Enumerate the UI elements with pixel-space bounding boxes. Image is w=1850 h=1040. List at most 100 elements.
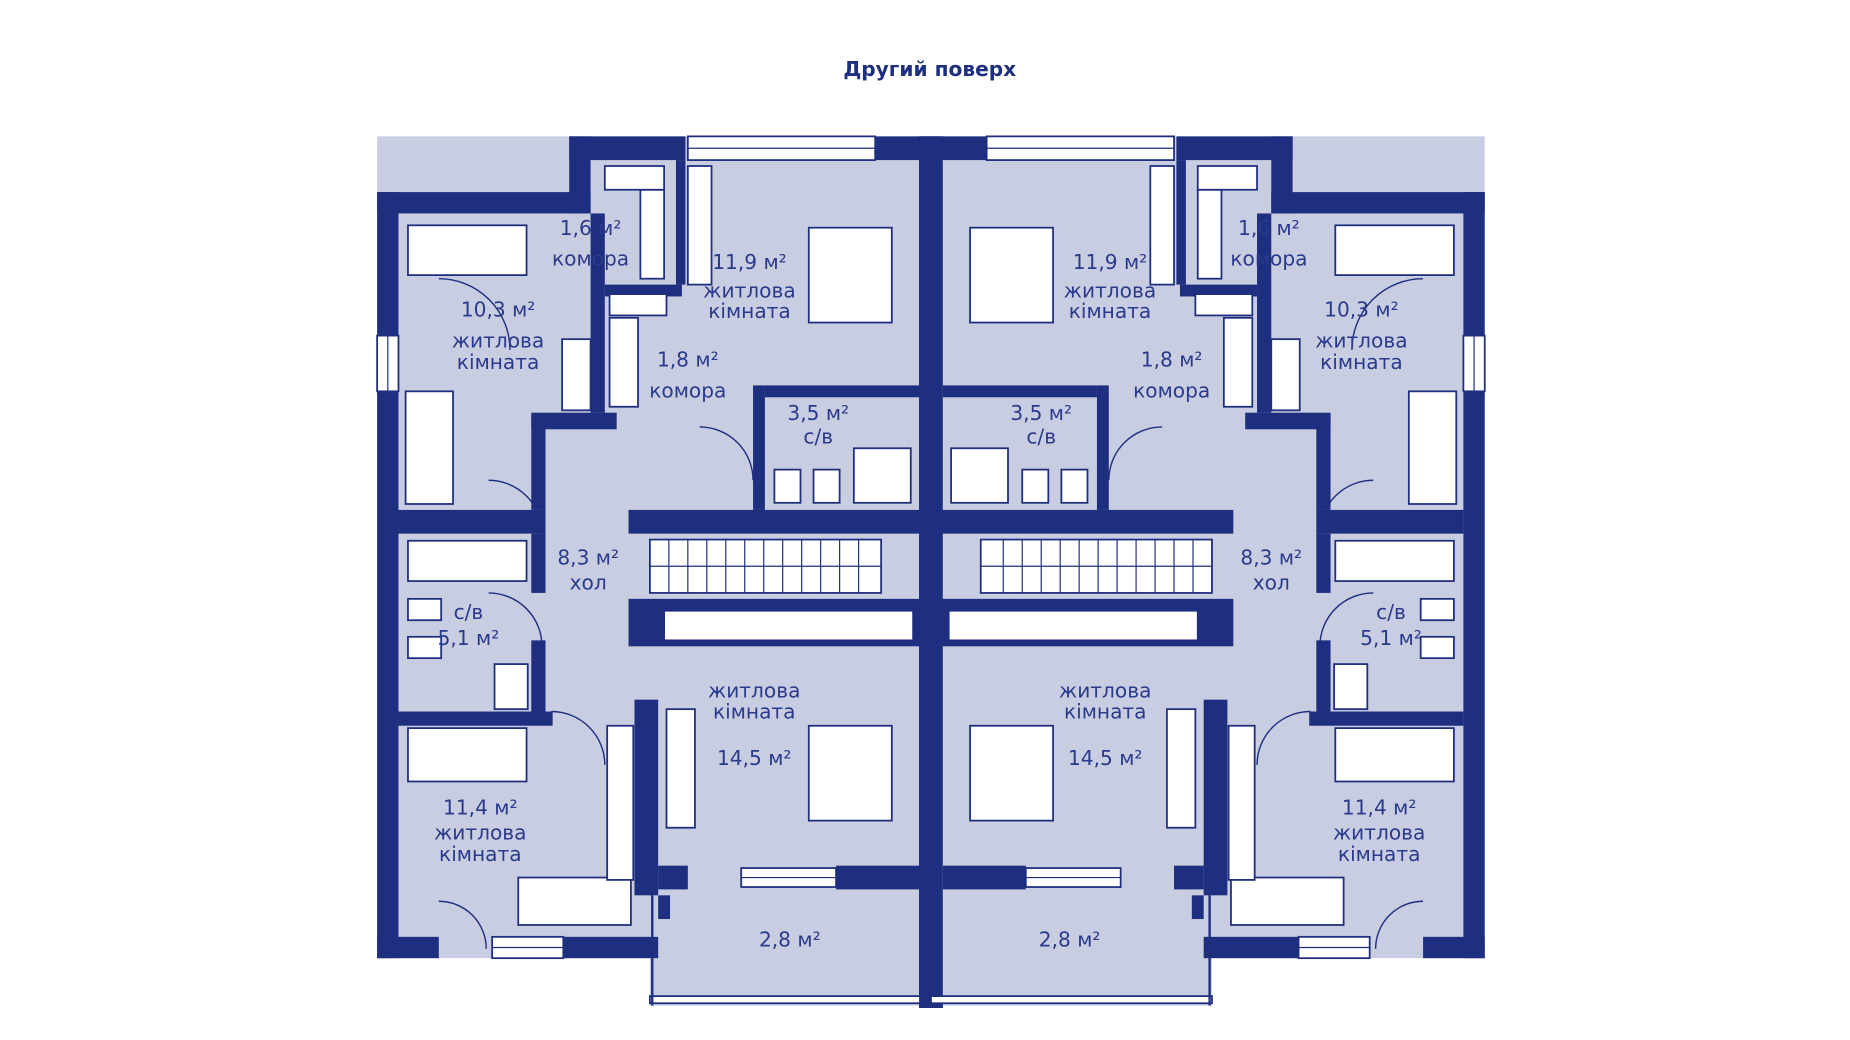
wall	[1203, 936, 1299, 959]
room-label: кімната	[1320, 350, 1403, 374]
wall	[634, 699, 659, 896]
room-label: житлова	[434, 821, 526, 845]
toilet	[1419, 635, 1455, 660]
bed	[1334, 224, 1455, 277]
floor-area	[649, 895, 931, 1006]
room-label: 11,9 м²	[1073, 250, 1148, 274]
wall	[531, 640, 546, 724]
room-label: житлова	[1333, 821, 1425, 845]
wall	[1463, 192, 1485, 959]
room-label: кімната	[439, 842, 522, 866]
wall	[1245, 412, 1331, 430]
floor-title: Другий поверх	[843, 57, 1016, 81]
wall	[1271, 192, 1485, 214]
room-label: 8,3 м²	[557, 545, 619, 569]
room-label: 1,6 м²	[560, 216, 622, 240]
shelf	[1194, 293, 1254, 317]
door-swing	[1351, 277, 1424, 350]
room-label: кімната	[457, 350, 540, 374]
room-label: с/в	[803, 425, 833, 449]
room-label: 3,5 м²	[787, 401, 849, 425]
bed	[407, 727, 528, 783]
floor-area	[930, 895, 1212, 1006]
toilet	[1060, 468, 1089, 504]
toilet	[1021, 468, 1050, 504]
room-label: 11,9 м²	[712, 250, 787, 274]
toilet	[1419, 597, 1455, 622]
wall	[531, 415, 546, 510]
double-bed	[807, 226, 893, 324]
room-label: с/в	[454, 600, 484, 624]
room-label: 2,8 м²	[1039, 927, 1101, 951]
door-panel	[1166, 708, 1197, 829]
door-swing	[438, 900, 487, 949]
door-panel	[665, 708, 696, 829]
wall	[590, 213, 605, 413]
desk	[517, 876, 632, 926]
bed	[1334, 727, 1455, 783]
room-label: хол	[1253, 570, 1290, 594]
door-swing	[699, 426, 754, 481]
unit-left	[376, 135, 943, 1008]
wall	[628, 509, 931, 534]
wall	[1176, 160, 1186, 285]
wall	[753, 385, 765, 510]
wall	[658, 865, 688, 890]
toilet	[812, 468, 841, 504]
room-label: житлова	[1315, 328, 1407, 352]
wall	[377, 936, 439, 959]
bathtub	[407, 539, 528, 582]
room-label: 1,8 м²	[657, 347, 719, 371]
room-label: житлова	[703, 279, 795, 303]
double-bed	[807, 724, 893, 822]
wall	[569, 136, 686, 161]
room-label: с/в	[1376, 600, 1406, 624]
door-swing	[488, 479, 543, 534]
wall	[377, 192, 591, 214]
wall	[764, 385, 920, 398]
room-label: комора	[1230, 247, 1307, 271]
room-label: 14,5 м²	[717, 746, 792, 770]
room-label: 5,1 м²	[438, 626, 500, 650]
room-label: 8,3 м²	[1240, 545, 1302, 569]
sink	[1333, 663, 1369, 711]
shelf-rack	[608, 316, 639, 408]
door-swing	[438, 277, 511, 350]
door-swing	[1374, 900, 1424, 949]
wall	[1316, 415, 1331, 510]
door-swing	[551, 710, 606, 765]
room-label: 14,5 м²	[1068, 746, 1143, 770]
wardrobe	[1270, 338, 1301, 412]
room-label: житлова	[1059, 678, 1151, 702]
wall	[531, 412, 617, 430]
wall	[875, 136, 931, 161]
wall	[604, 284, 682, 297]
wall	[1257, 213, 1272, 413]
shower	[950, 447, 1009, 504]
room-label: 3,5 м²	[1010, 401, 1072, 425]
room-label: кімната	[713, 700, 796, 724]
double-bed	[969, 724, 1054, 822]
room-label: 2,8 м²	[759, 927, 821, 951]
shelf-rack	[639, 188, 665, 280]
toilet	[773, 468, 802, 504]
sink	[493, 663, 529, 711]
door-swing	[1108, 426, 1163, 481]
wall	[1423, 936, 1485, 959]
desk	[1407, 390, 1458, 505]
wall	[531, 533, 546, 593]
shelf	[603, 165, 665, 191]
room-label: комора	[1133, 378, 1210, 402]
desk	[404, 390, 454, 505]
wall	[398, 509, 546, 534]
wall	[1316, 640, 1331, 724]
wardrobe	[561, 338, 592, 412]
toilet	[407, 597, 443, 622]
room-label: хол	[570, 570, 607, 594]
door-swing	[1319, 479, 1374, 534]
shelf	[608, 293, 668, 317]
room-label: житлова	[452, 328, 544, 352]
shelf-rack	[1222, 316, 1254, 408]
